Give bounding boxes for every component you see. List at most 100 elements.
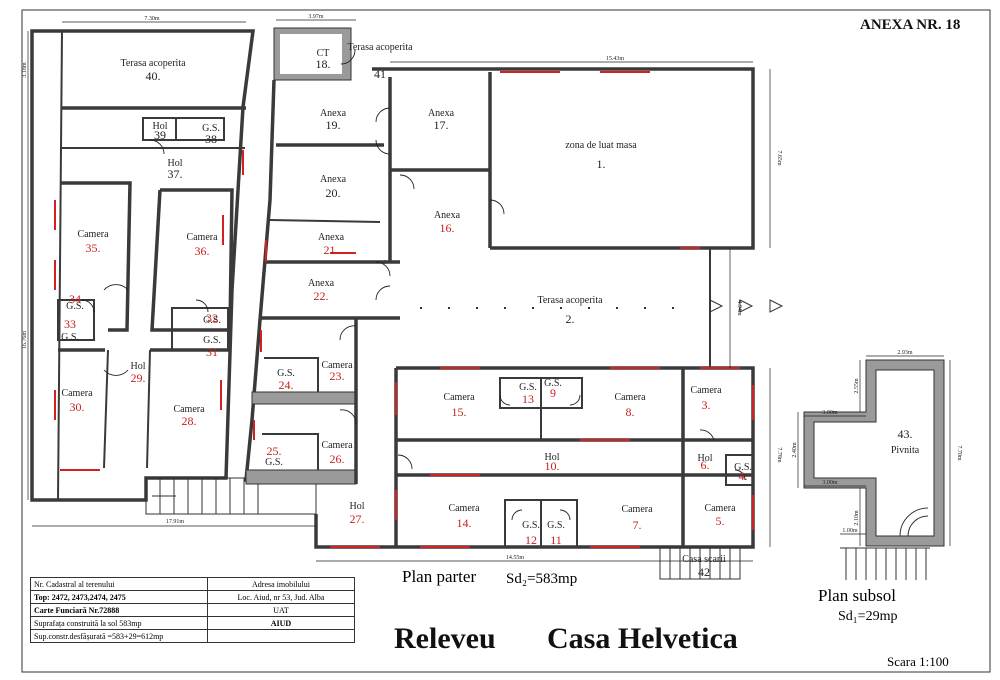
annex-number: ANEXA NR. 18 — [860, 17, 961, 33]
dim-label: 15.43m — [606, 56, 625, 62]
dim-label: 17.91m — [166, 519, 185, 525]
room-name: Camera — [186, 232, 218, 243]
room-number: 34 — [69, 292, 81, 306]
room-name: Camera — [443, 392, 475, 403]
info-cell: Sup.constr.desfășurată =583+29=612mp — [30, 629, 208, 643]
right-block-walls — [314, 67, 755, 549]
room-number: 26. — [330, 452, 345, 466]
room-name: G.S. — [203, 335, 221, 346]
room-number: 6. — [701, 458, 710, 472]
room-name: Camera — [61, 388, 93, 399]
info-cell: Adresa imobilului — [207, 577, 355, 591]
room-number: 25. — [267, 444, 282, 458]
door-swings — [81, 49, 746, 521]
room-number: 12 — [525, 533, 537, 547]
room-name: Camera — [614, 392, 646, 403]
room-name: G.S. — [734, 462, 752, 473]
title-releveu: Releveu — [394, 622, 496, 655]
room-number: 7. — [633, 518, 642, 532]
left-wing-walls — [30, 29, 255, 502]
info-cell: Carte Funciară Nr.72888 — [30, 603, 208, 617]
plan-subsol-label: Plan subsol — [818, 586, 896, 605]
room-name: CT — [317, 48, 330, 59]
room-number: 14. — [457, 516, 472, 530]
room-number: 39 — [154, 128, 166, 142]
dim-label: 3.00m — [822, 410, 838, 416]
dim-label: 2.40m — [792, 442, 798, 458]
room-number: 5. — [716, 514, 725, 528]
info-cell: Nr. Cadastral al terenului — [30, 577, 208, 591]
room-name: zona de luat masa — [565, 140, 637, 151]
room-name: Camera — [621, 504, 653, 515]
dim-label: 4.94m — [736, 300, 742, 316]
room-name: Anexa — [434, 210, 461, 221]
dim-label: 2.93m — [897, 350, 913, 356]
room-name: G.S. — [202, 123, 220, 134]
room-name: Camera — [448, 503, 480, 514]
dim-label: 3.00m — [822, 480, 838, 486]
room-number: 28. — [182, 414, 197, 428]
room-name: Camera — [321, 360, 353, 371]
room-name: Hol — [545, 452, 560, 463]
dim-label: 3.97m — [308, 14, 324, 20]
room-name: Casa scarii — [682, 554, 726, 565]
terrace-triangle-markers — [709, 299, 784, 313]
room-number: 19. — [326, 118, 341, 132]
room-number: 15. — [452, 405, 467, 419]
room-name: G.S. — [522, 520, 540, 531]
plan-subsol-area: Sd₁=29mp — [838, 609, 898, 624]
info-row: Sup.constr.desfășurată =583+29=612mp — [30, 629, 355, 643]
room-number: 33 — [64, 317, 76, 331]
plan-parter-label: Plan parter — [402, 567, 477, 586]
room-name: G.S. — [66, 301, 84, 312]
room-name: G.S. — [277, 368, 295, 379]
plan-parter-area: Sd₂=583mp — [506, 571, 578, 587]
room-number: 22. — [314, 289, 329, 303]
room-number: 37. — [168, 167, 183, 181]
info-cell: Suprafața construită la sol 583mp — [30, 616, 208, 630]
dim-label: 2.10m — [854, 510, 860, 526]
sheet-border — [21, 9, 991, 673]
room-name: Camera — [690, 385, 722, 396]
room-number: 36. — [195, 244, 210, 258]
info-cell: AIUD — [207, 616, 355, 630]
right-block-red-marks — [330, 71, 754, 548]
room-name: Camera — [77, 229, 109, 240]
room-number: 17. — [434, 118, 449, 132]
room-name: G.S. — [61, 332, 79, 343]
room-name: Camera — [321, 440, 353, 451]
basement-walls — [803, 359, 945, 580]
room-number: 2. — [566, 312, 575, 326]
stair-house — [659, 546, 741, 580]
room-name: Anexa — [320, 174, 347, 185]
room-number: 8. — [626, 405, 635, 419]
room-name: Hol — [350, 501, 365, 512]
room-number: 38 — [205, 132, 217, 146]
dim-label: 2.55m — [854, 378, 860, 394]
room-name: Anexa — [318, 232, 345, 243]
dimension-labels: 7.30m 3.97m 15.43m 3.18m 16.76m 17.91m 1… — [22, 14, 962, 561]
room-name: Hol — [153, 121, 168, 132]
room-name: Hol — [698, 453, 713, 464]
room-name: G.S. — [544, 378, 562, 389]
room-number: 1. — [597, 157, 606, 171]
room-name: Hol — [168, 158, 183, 169]
room-name: G.S. — [547, 520, 565, 531]
room-name: Terasa acoperita — [537, 295, 603, 306]
room-name: G.S. — [203, 315, 221, 326]
room-number: 30. — [70, 400, 85, 414]
room-name: Terasa acoperita — [120, 58, 186, 69]
room-number: 4. — [739, 469, 748, 483]
middle-strip-walls — [244, 27, 400, 485]
dim-label: 7.78m — [776, 447, 782, 463]
room-number: 35. — [86, 241, 101, 255]
dim-label: 7.65m — [776, 150, 782, 166]
dimension-lines — [27, 19, 951, 562]
